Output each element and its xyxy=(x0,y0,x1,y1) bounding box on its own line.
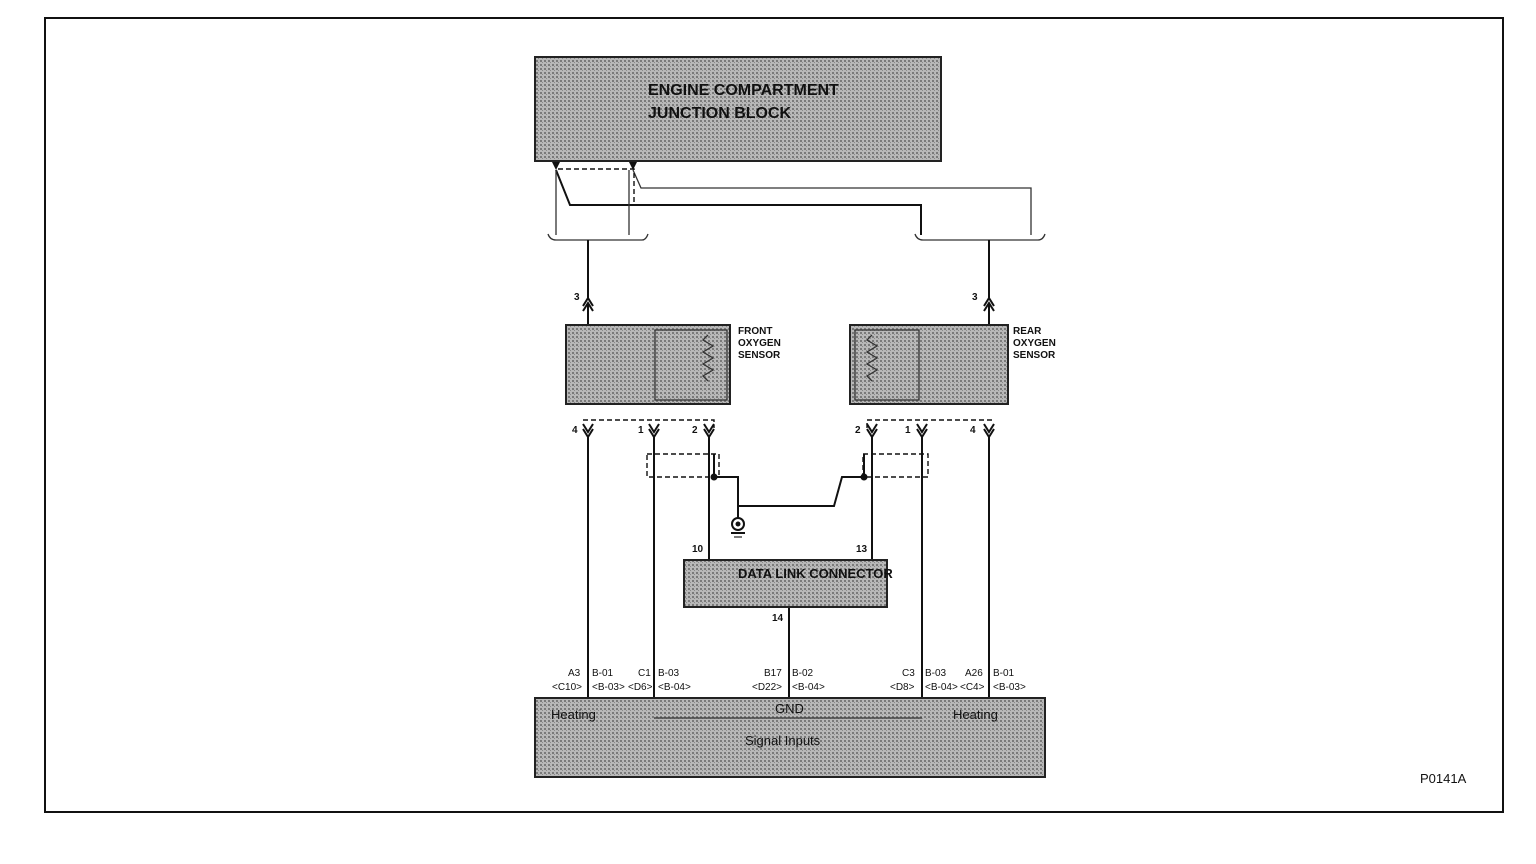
front-sensor-label-2: OXYGEN xyxy=(738,338,781,349)
dlc-pin-14: 14 xyxy=(772,613,784,624)
dlc-pin-13: 13 xyxy=(856,544,868,555)
figure-id: P0141A xyxy=(1420,771,1467,786)
junction-block-title-line1: ENGINE COMPARTMENT xyxy=(648,82,839,99)
front-sensor-pin-1: 1 xyxy=(638,425,644,436)
ecm-pin-c: <D22> xyxy=(752,682,782,693)
rear-oxygen-sensor: 3 REAR OXYGEN SENSOR 2 1 4 xyxy=(849,292,1056,439)
ecm-pin-b: B-02 xyxy=(792,668,814,679)
junction-wiring xyxy=(547,168,1046,300)
rear-sensor-pin-2: 2 xyxy=(855,425,861,436)
rear-sensor-pin-4: 4 xyxy=(970,425,976,436)
front-sensor-pin-2: 2 xyxy=(692,425,698,436)
ecm-pin-a: A26 xyxy=(965,668,983,679)
ecm-pin-a: A3 xyxy=(568,668,581,679)
dlc-label: DATA LINK CONNECTOR xyxy=(738,566,893,581)
ecm-pin-b: B-03 xyxy=(658,668,680,679)
ecm-pin-b: B-01 xyxy=(592,668,614,679)
ecm-pin-labels: A3 B-01 <C10> <B-03> C1 B-03 <D6> <B-04>… xyxy=(552,668,1026,693)
rear-sensor-pin-3: 3 xyxy=(972,292,978,303)
front-sensor-pin-4: 4 xyxy=(572,425,578,436)
ecm-block: Heating GND Heating Signal Inputs xyxy=(534,697,1046,778)
front-sensor-label-1: FRONT xyxy=(738,326,772,337)
ecm-signal-inputs: Signal Inputs xyxy=(745,733,821,748)
ecm-pin-c: <C4> xyxy=(960,682,985,693)
ecm-pin-d: <B-04> xyxy=(925,682,958,693)
ecm-pin-a: B17 xyxy=(764,668,782,679)
front-oxygen-sensor: 3 FRONT OXYGEN SENSOR 4 1 2 xyxy=(565,292,781,439)
ecm-pin-a: C1 xyxy=(638,668,651,679)
rear-sensor-label-1: REAR xyxy=(1013,326,1042,337)
ecm-pin-d: <B-03> xyxy=(592,682,625,693)
rear-sensor-pin-1: 1 xyxy=(905,425,911,436)
data-link-connector: 10 13 DATA LINK CONNECTOR 14 xyxy=(683,544,893,624)
ecm-pin-d: <B-04> xyxy=(658,682,691,693)
ecm-pin-b: B-01 xyxy=(993,668,1015,679)
ecm-pin-c: <D6> xyxy=(628,682,653,693)
ecm-pin-d: <B-04> xyxy=(792,682,825,693)
junction-block: ENGINE COMPARTMENT JUNCTION BLOCK xyxy=(534,56,942,170)
ground-icon xyxy=(731,506,745,538)
dlc-pin-10: 10 xyxy=(692,544,704,555)
front-sensor-pin-3: 3 xyxy=(574,292,580,303)
ecm-pin-c: <D8> xyxy=(890,682,915,693)
rear-sensor-label-3: SENSOR xyxy=(1013,350,1056,361)
ecm-pin-d: <B-03> xyxy=(993,682,1026,693)
ecm-pin-c: <C10> xyxy=(552,682,582,693)
harness-wires xyxy=(587,437,990,698)
ecm-pin-a: C3 xyxy=(902,668,915,679)
junction-block-title-line2: JUNCTION BLOCK xyxy=(648,105,792,122)
front-sensor-label-3: SENSOR xyxy=(738,350,781,361)
ecm-heating-left: Heating xyxy=(551,707,596,722)
diagram-frame xyxy=(44,17,1504,813)
ecm-gnd: GND xyxy=(775,701,804,716)
rear-sensor-label-2: OXYGEN xyxy=(1013,338,1056,349)
ecm-heating-right: Heating xyxy=(953,707,998,722)
ecm-pin-b: B-03 xyxy=(925,668,947,679)
